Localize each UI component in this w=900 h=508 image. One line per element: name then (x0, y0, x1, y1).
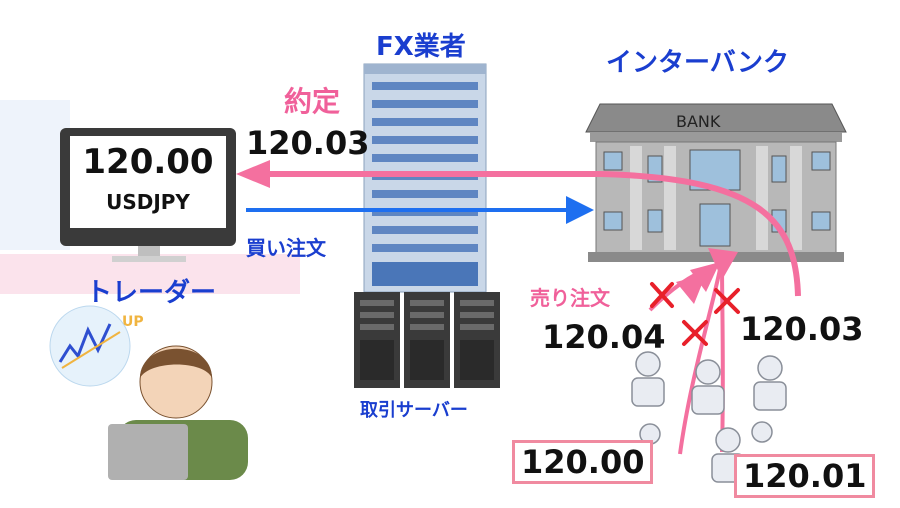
bank-building-icon (585, 103, 847, 262)
interbank-title: インターバンク (606, 48, 790, 78)
up-chart-icon: UP (122, 314, 144, 330)
trade-price: 120.03 (246, 124, 370, 162)
price-bottom-right: 120.01 (734, 454, 876, 498)
monitor-price: 120.00 (82, 142, 214, 182)
trade-label: 約定 (284, 85, 341, 118)
server-rack-icon (354, 292, 500, 388)
server-label: 取引サーバー (360, 400, 468, 421)
monitor-band (0, 100, 70, 250)
buy-arrow (246, 196, 594, 224)
fx-provider-title: FX業者 (376, 32, 466, 62)
bank-sign: BANK (676, 112, 721, 131)
fx-building-icon (363, 63, 487, 293)
buy-order-label: 買い注文 (246, 236, 326, 260)
monitor-pair: USDJPY (106, 190, 190, 214)
price-left-mid: 120.04 (542, 318, 666, 356)
execution-arrow (236, 160, 801, 297)
monitor-icon (60, 128, 236, 262)
price-bottom-left: 120.00 (512, 440, 654, 484)
trader-label: トレーダー (86, 278, 217, 308)
dealers-illustration (631, 351, 787, 483)
price-right-mid: 120.03 (740, 310, 864, 348)
sell-order-label: 売り注文 (530, 286, 610, 310)
rejected-cross-icon (650, 282, 740, 346)
trader-illustration (49, 305, 248, 480)
